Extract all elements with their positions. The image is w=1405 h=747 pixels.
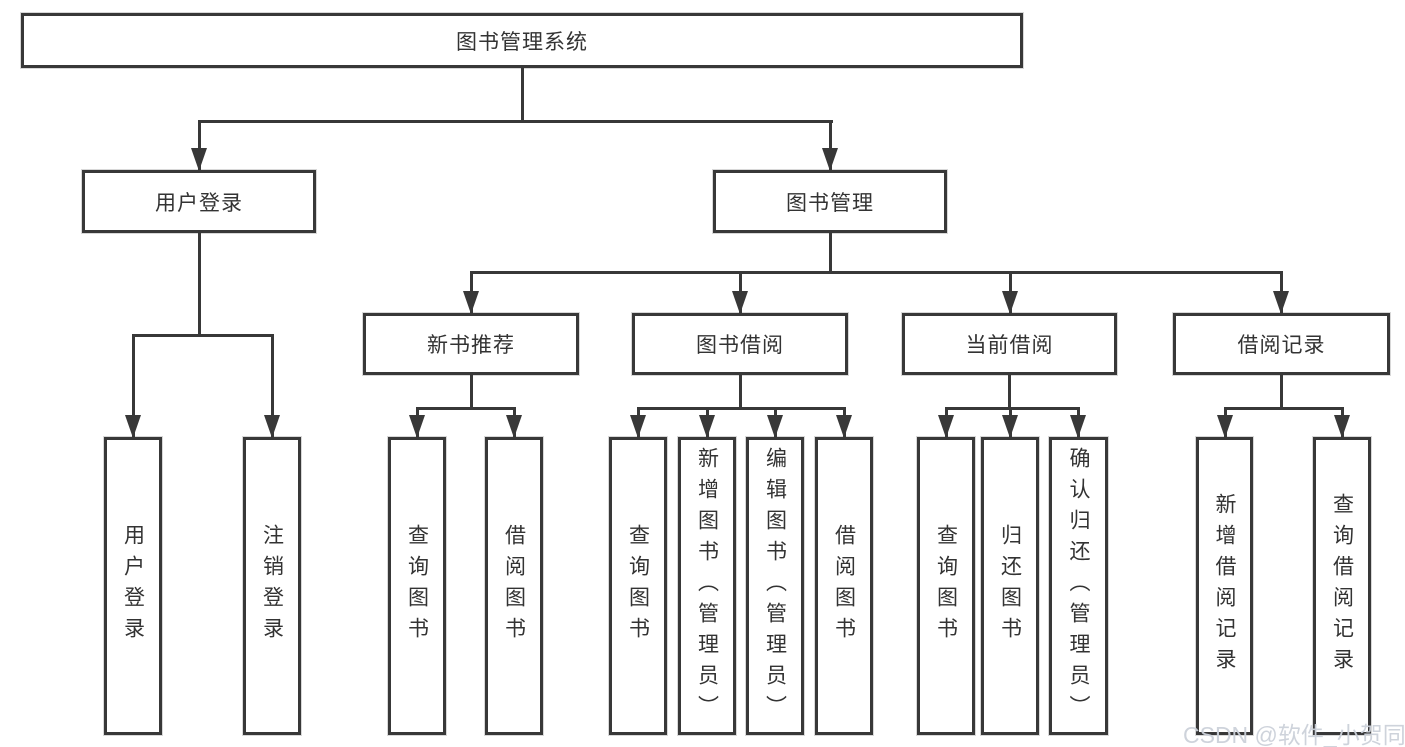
arrow-to-recommend-query-books xyxy=(409,407,426,438)
node-root: 图书管理系统 xyxy=(21,13,1023,68)
arrow-to-user-login xyxy=(191,120,208,171)
connector-level2-hbar xyxy=(198,120,833,123)
leaf-borrowing-query-books: 查询图书 xyxy=(609,437,667,735)
leaf-borrowing-borrow-books-label: 借阅图书 xyxy=(832,524,856,648)
leaf-records-add-record: 新增借阅记录 xyxy=(1196,437,1253,735)
leaf-recommend-query-books-label: 查询图书 xyxy=(405,524,429,648)
node-current-borrowing: 当前借阅 xyxy=(902,313,1117,375)
arrow-to-borrowing-add-books xyxy=(699,407,716,438)
arrow-to-records-query-record xyxy=(1334,407,1351,438)
leaf-current-return-books: 归还图书 xyxy=(981,437,1039,735)
node-book-borrowing-label: 图书借阅 xyxy=(696,334,784,357)
connector-book-management-drop xyxy=(829,233,832,271)
node-book-management: 图书管理 xyxy=(713,170,947,233)
leaf-current-confirm-return-admin-label: 确认归还（管理员） xyxy=(1067,446,1090,726)
connector-recommend-drop xyxy=(470,375,473,407)
node-book-borrowing: 图书借阅 xyxy=(632,313,848,375)
connector-current-hbar xyxy=(945,407,1079,410)
leaf-borrowing-borrow-books: 借阅图书 xyxy=(815,437,873,735)
node-current-borrowing-label: 当前借阅 xyxy=(965,334,1054,357)
connector-records-drop xyxy=(1280,375,1283,407)
connector-level3-hbar xyxy=(470,271,1282,274)
arrow-to-borrowing-borrow-books xyxy=(836,407,853,438)
connector-user-login-drop xyxy=(198,233,201,334)
arrow-to-borrowing-query-books xyxy=(630,407,647,438)
arrow-to-current-query-books xyxy=(938,407,955,438)
arrow-to-current-return-books xyxy=(1002,407,1019,438)
node-borrowing-records-label: 借阅记录 xyxy=(1237,334,1326,357)
arrow-to-current-borrowing xyxy=(1002,271,1019,314)
leaf-logout-login: 注销登录 xyxy=(243,437,301,735)
node-user-login: 用户登录 xyxy=(82,170,316,233)
leaf-borrowing-add-books-admin: 新增图书（管理员） xyxy=(678,437,736,735)
connector-root-drop xyxy=(521,68,524,120)
leaf-records-query-record-label: 查询借阅记录 xyxy=(1330,493,1354,679)
node-borrowing-records: 借阅记录 xyxy=(1173,313,1390,375)
leaf-recommend-query-books: 查询图书 xyxy=(388,437,446,735)
arrow-to-leaf-user-login xyxy=(125,334,142,438)
arrow-to-recommend-borrow-books xyxy=(506,407,523,438)
arrow-to-borrowing-records xyxy=(1273,271,1290,314)
arrow-to-borrowing-edit-books xyxy=(767,407,784,438)
connector-recommend-hbar xyxy=(416,407,516,410)
connector-borrowing-drop xyxy=(739,375,742,407)
leaf-user-login-label: 用户登录 xyxy=(121,524,145,648)
connector-current-drop xyxy=(1008,375,1011,407)
node-user-login-label: 用户登录 xyxy=(155,191,243,215)
connector-user-login-hbar xyxy=(132,334,274,337)
arrow-to-leaf-logout-login xyxy=(264,334,281,438)
leaf-current-return-books-label: 归还图书 xyxy=(998,524,1022,648)
node-new-book-recommend: 新书推荐 xyxy=(363,313,579,375)
leaf-current-confirm-return-admin: 确认归还（管理员） xyxy=(1049,437,1108,735)
leaf-borrowing-add-books-admin-label: 新增图书（管理员） xyxy=(695,446,719,726)
leaf-recommend-borrow-books-label: 借阅图书 xyxy=(502,524,526,648)
leaf-borrowing-query-books-label: 查询图书 xyxy=(626,524,650,648)
leaf-current-query-books-label: 查询图书 xyxy=(934,524,958,648)
node-new-book-recommend-label: 新书推荐 xyxy=(427,334,515,357)
leaf-recommend-borrow-books: 借阅图书 xyxy=(485,437,543,735)
leaf-current-query-books: 查询图书 xyxy=(917,437,975,735)
node-root-label: 图书管理系统 xyxy=(456,30,588,54)
watermark: CSDN @软件_小贺同学 xyxy=(1183,722,1405,747)
arrow-to-book-management xyxy=(822,120,839,171)
arrow-to-current-confirm-return xyxy=(1070,407,1087,438)
node-book-management-label: 图书管理 xyxy=(786,191,874,215)
connector-borrowing-hbar xyxy=(637,407,846,410)
leaf-user-login: 用户登录 xyxy=(104,437,162,735)
arrow-to-book-borrowing xyxy=(732,271,749,314)
arrow-to-records-add-record xyxy=(1217,407,1234,438)
connector-records-hbar xyxy=(1224,407,1344,410)
leaf-records-add-record-label: 新增借阅记录 xyxy=(1213,493,1236,679)
leaf-borrowing-edit-books-admin: 编辑图书（管理员） xyxy=(746,437,804,735)
arrow-to-new-book-recommend xyxy=(463,271,480,314)
leaf-borrowing-edit-books-admin-label: 编辑图书（管理员） xyxy=(763,446,787,726)
leaf-logout-login-label: 注销登录 xyxy=(260,524,284,648)
leaf-records-query-record: 查询借阅记录 xyxy=(1313,437,1371,735)
